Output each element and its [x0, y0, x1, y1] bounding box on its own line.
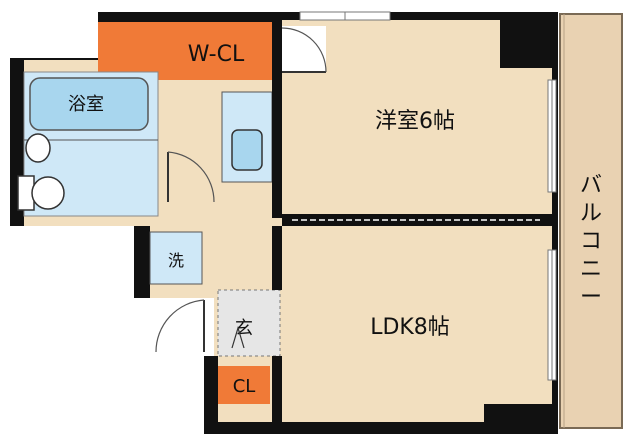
washer — [149, 231, 203, 285]
toilet-icon — [17, 133, 65, 211]
wcl-label: W-CL — [188, 42, 245, 67]
ldk-floor — [282, 226, 552, 422]
wcl-closet — [98, 22, 278, 80]
ldk-label: LDK8帖 — [370, 315, 450, 340]
balcony-label: バルコニー — [580, 173, 602, 310]
window-icon — [299, 11, 391, 21]
balcony-area — [559, 13, 623, 429]
bedroom-door-icon — [281, 26, 327, 73]
bedroom-label: 洋室6帖 — [375, 109, 455, 134]
cl-label: CL — [233, 376, 256, 397]
washer-label: 洗 — [168, 251, 184, 270]
cl-closet — [218, 366, 270, 404]
genkan — [217, 289, 281, 357]
washbasin-icon — [231, 129, 263, 171]
bath-label: 浴室 — [68, 94, 104, 115]
door-swing-icon — [167, 151, 215, 203]
entrance-door-icon — [152, 298, 205, 353]
bathtub — [29, 77, 149, 131]
balcony-label-group: バルコニー — [580, 173, 602, 310]
